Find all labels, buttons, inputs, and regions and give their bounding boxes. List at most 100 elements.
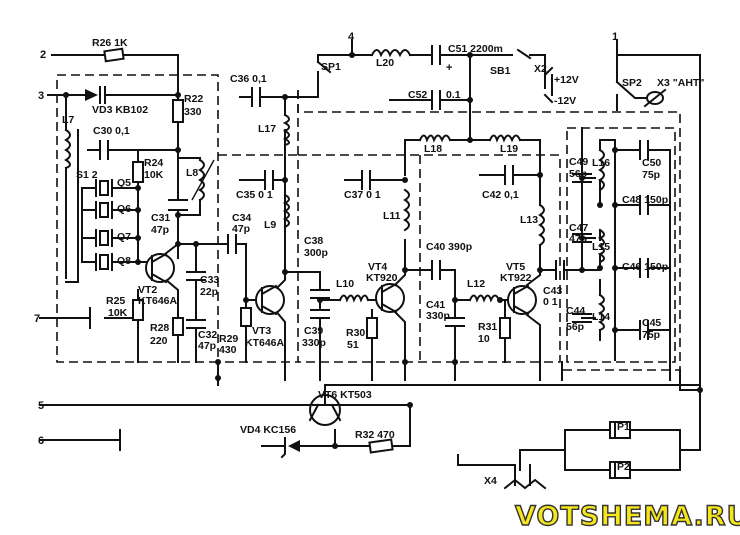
vt5-transistor — [507, 284, 537, 316]
label-c44-value: 56p — [566, 321, 584, 333]
label-c50: C50 — [642, 157, 661, 169]
label-l16: L16 — [592, 157, 610, 169]
c43-capacitor — [555, 260, 565, 280]
label-l19: L19 — [500, 143, 518, 155]
label-q5: Q5 — [117, 177, 131, 189]
label-c48: C48 150p — [622, 194, 668, 206]
l7-inductor — [64, 128, 71, 170]
label-r31: R31 — [478, 321, 497, 333]
vt4-transistor — [375, 282, 405, 314]
c48-capacitor — [639, 195, 649, 215]
label-vt5-type: KT922 — [500, 272, 532, 284]
c50-capacitor — [639, 140, 649, 160]
c52-capacitor — [431, 90, 441, 110]
vt6-transistor — [308, 394, 342, 426]
label-l11: L11 — [383, 210, 401, 222]
label-r28-value: 220 — [150, 335, 168, 347]
label-c31-value: 47p — [151, 224, 169, 236]
label-r25-value: 10K — [108, 307, 128, 319]
terminal-7: 7 — [34, 313, 40, 325]
label-c41-value: 330p — [426, 310, 450, 322]
label-c31: C31 — [151, 212, 170, 224]
power-block-outline — [297, 90, 681, 371]
label-x2: X2 — [534, 63, 547, 75]
label-vt3-type: KT646A — [245, 337, 285, 349]
terminal-2: 2 — [40, 49, 46, 61]
label-r31-value: 10 — [478, 333, 490, 345]
filter-block-outline — [566, 127, 676, 363]
r24-resistor — [132, 161, 144, 183]
l18-inductor — [418, 134, 452, 143]
label-c32: C32 — [198, 329, 217, 341]
label-q7: Q7 — [117, 231, 131, 243]
label-l12: L12 — [467, 278, 485, 290]
label-sb1: SB1 — [490, 65, 511, 77]
c37-capacitor — [361, 170, 371, 190]
l12-inductor — [468, 294, 501, 303]
pa-block-outline — [298, 154, 561, 363]
label-r24: R24 — [144, 157, 163, 169]
vd3-varicap-diode — [85, 86, 106, 104]
label-l14: L14 — [592, 311, 610, 323]
c35-capacitor — [264, 170, 274, 190]
label-vd3: VD3 KB102 — [92, 104, 148, 116]
label-c36: C36 0,1 — [230, 73, 267, 85]
label-sp1: SP1 — [321, 61, 341, 73]
label-c49-value: 56p — [569, 168, 587, 180]
label-q8: Q8 — [117, 255, 131, 267]
label-c35: C35 0 1 — [236, 189, 273, 201]
label-c43: C43 — [543, 285, 562, 297]
crystal-q6 — [95, 201, 113, 219]
label-c49: C49 — [569, 156, 588, 168]
l19-inductor — [488, 134, 522, 143]
label-s12: S1 2 — [76, 169, 98, 181]
l9-inductor — [282, 193, 290, 229]
label-c38-value: 300p — [304, 247, 328, 259]
label-vt5: VT5 — [506, 261, 525, 273]
component-labels: R26 1K VD3 KB102 L7 S1 2 C30 0,1 R22 330… — [62, 37, 704, 487]
label-r30-value: 51 — [347, 339, 359, 351]
label-l10: L10 — [336, 278, 354, 290]
x4-connector — [503, 478, 547, 490]
label-r29: R29 — [219, 333, 238, 345]
label-c38: C38 — [304, 235, 323, 247]
wiring — [39, 39, 701, 486]
l11-inductor — [403, 188, 410, 232]
label-p1: P1 — [617, 421, 630, 433]
label-l7: L7 — [62, 114, 74, 126]
label-c52-value: 0.1 — [446, 89, 461, 101]
crystal-q7 — [95, 229, 113, 247]
label-l9: L9 — [264, 219, 276, 231]
c33-capacitor — [186, 271, 206, 281]
crystal-q8 — [95, 253, 113, 271]
l17-inductor — [282, 113, 290, 147]
label-l18: L18 — [424, 143, 442, 155]
label-c30: C30 0,1 — [93, 125, 130, 137]
c45-capacitor — [639, 320, 649, 340]
label-c33-value: 22p — [200, 286, 218, 298]
c36-capacitor — [251, 87, 261, 107]
r30-resistor — [366, 317, 378, 339]
x3-antenna-connector — [643, 88, 667, 108]
label-vt2-type: KT646A — [138, 295, 178, 307]
r22-resistor — [172, 99, 184, 123]
vt2-transistor — [145, 252, 175, 284]
label-c45-value: 75p — [642, 329, 660, 341]
crystal-q5 — [95, 179, 113, 197]
c47-capacitor — [572, 233, 592, 243]
label-vd4: VD4 KC156 — [240, 424, 296, 436]
c30-capacitor — [99, 140, 109, 160]
label-c43-value: 0 1 — [543, 296, 558, 308]
c46-capacitor — [639, 258, 649, 278]
label-r29-value: 430 — [219, 344, 237, 356]
label-x4: X4 — [484, 475, 497, 487]
r29-resistor — [240, 307, 252, 327]
label-c42: C42 0,1 — [482, 189, 519, 201]
label-c32-value: 47p — [198, 340, 216, 352]
label-vt4-type: KT920 — [366, 272, 398, 284]
terminal-6: 6 — [38, 435, 44, 447]
label-l8: L8 — [186, 167, 198, 179]
label-c50-value: 75p — [642, 169, 660, 181]
relay-p2 — [609, 461, 631, 479]
